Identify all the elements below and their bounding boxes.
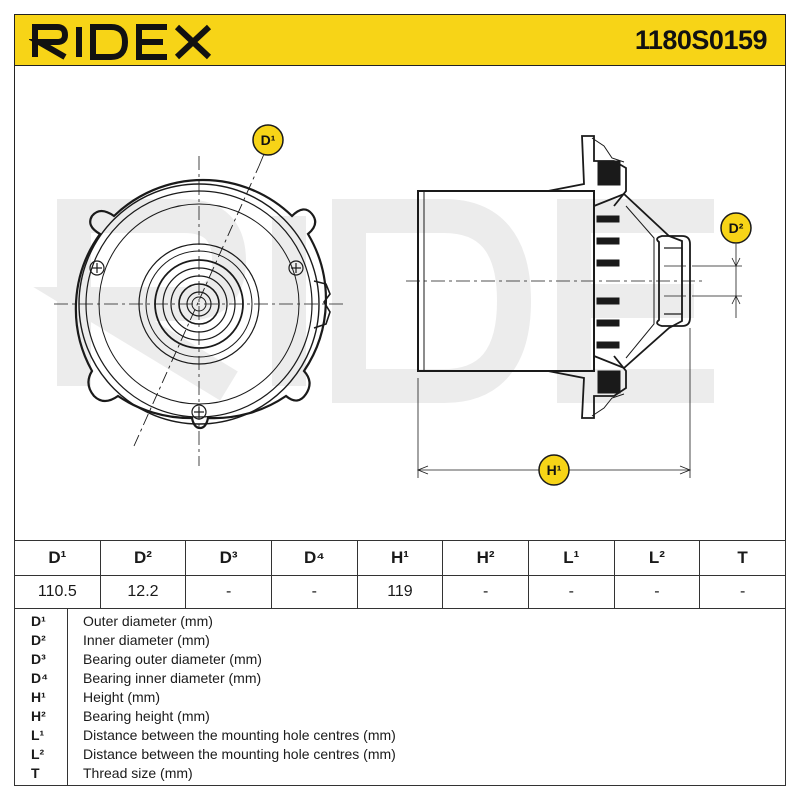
legend-symbol: T [31, 765, 40, 781]
legend-description: Distance between the mounting hole centr… [83, 727, 396, 743]
legend-symbol: D² [31, 632, 46, 648]
spec-table-value-row: 110.5 12.2 - - 119 - - - - [14, 575, 786, 609]
legend-description: Bearing height (mm) [83, 708, 210, 724]
spec-header-d4: D⁴ [270, 540, 358, 576]
header-bar: 1180S0159 [14, 14, 786, 66]
legend-item: D² Inner diameter (mm) [15, 632, 787, 651]
legend-symbol: D¹ [31, 613, 46, 629]
legend-item: T Thread size (mm) [15, 765, 787, 784]
legend-description: Bearing inner diameter (mm) [83, 670, 262, 686]
spec-value-d1: 110.5 [14, 575, 101, 609]
legend-symbol: H¹ [31, 689, 46, 705]
legend-item: D¹ Outer diameter (mm) [15, 613, 787, 632]
legend-description: Distance between the mounting hole centr… [83, 746, 396, 762]
spec-table: D¹ D² D³ D⁴ H¹ H² L¹ L² T 110.5 12.2 - -… [14, 540, 786, 609]
spec-header-l2: L² [613, 540, 701, 576]
spec-header-l1: L¹ [527, 540, 615, 576]
legend-description: Height (mm) [83, 689, 161, 705]
legend-description: Inner diameter (mm) [83, 632, 210, 648]
legend-symbol: H² [31, 708, 46, 724]
d2-badge: D² [720, 212, 752, 244]
spec-value-d3: - [185, 575, 272, 609]
svg-text:D¹: D¹ [261, 132, 276, 148]
legend-description: Bearing outer diameter (mm) [83, 651, 262, 667]
ridex-logo [29, 24, 212, 60]
technical-drawing: D¹ D² H¹ [54, 124, 752, 486]
spec-header-h1: H¹ [356, 540, 444, 576]
h1-badge: H¹ [538, 454, 570, 486]
svg-text:D²: D² [729, 220, 744, 236]
spec-header-d2: D² [99, 540, 187, 576]
d1-badge: D¹ [252, 124, 284, 156]
side-view [406, 135, 742, 478]
legend-item: H² Bearing height (mm) [15, 708, 787, 727]
legend-item: L¹ Distance between the mounting hole ce… [15, 727, 787, 746]
spec-header-d1: D¹ [14, 540, 101, 576]
legend-item: D⁴ Bearing inner diameter (mm) [15, 670, 787, 689]
legend-item: H¹ Height (mm) [15, 689, 787, 708]
spec-value-l1: - [527, 575, 615, 609]
spec-header-d3: D³ [185, 540, 272, 576]
legend: D¹ Outer diameter (mm) D² Inner diameter… [14, 608, 786, 786]
legend-divider [67, 608, 68, 785]
legend-symbol: L² [31, 746, 45, 762]
legend-description: Outer diameter (mm) [83, 613, 213, 629]
legend-description: Thread size (mm) [83, 765, 193, 781]
legend-symbol: D⁴ [31, 670, 49, 686]
spec-table-header-row: D¹ D² D³ D⁴ H¹ H² L¹ L² T [14, 540, 786, 576]
front-view [54, 153, 344, 466]
spec-value-l2: - [613, 575, 701, 609]
legend-symbol: L¹ [31, 727, 45, 743]
spec-value-d4: - [270, 575, 358, 609]
spec-value-h2: - [442, 575, 529, 609]
legend-item: L² Distance between the mounting hole ce… [15, 746, 787, 765]
spec-value-d2: 12.2 [99, 575, 187, 609]
part-number: 1180S0159 [634, 25, 768, 55]
spec-value-t: - [699, 575, 786, 609]
legend-item: D³ Bearing outer diameter (mm) [15, 651, 787, 670]
spec-header-h2: H² [442, 540, 529, 576]
legend-symbol: D³ [31, 651, 46, 667]
spec-value-h1: 119 [356, 575, 444, 609]
svg-text:H¹: H¹ [547, 462, 562, 478]
spec-header-t: T [699, 540, 786, 576]
